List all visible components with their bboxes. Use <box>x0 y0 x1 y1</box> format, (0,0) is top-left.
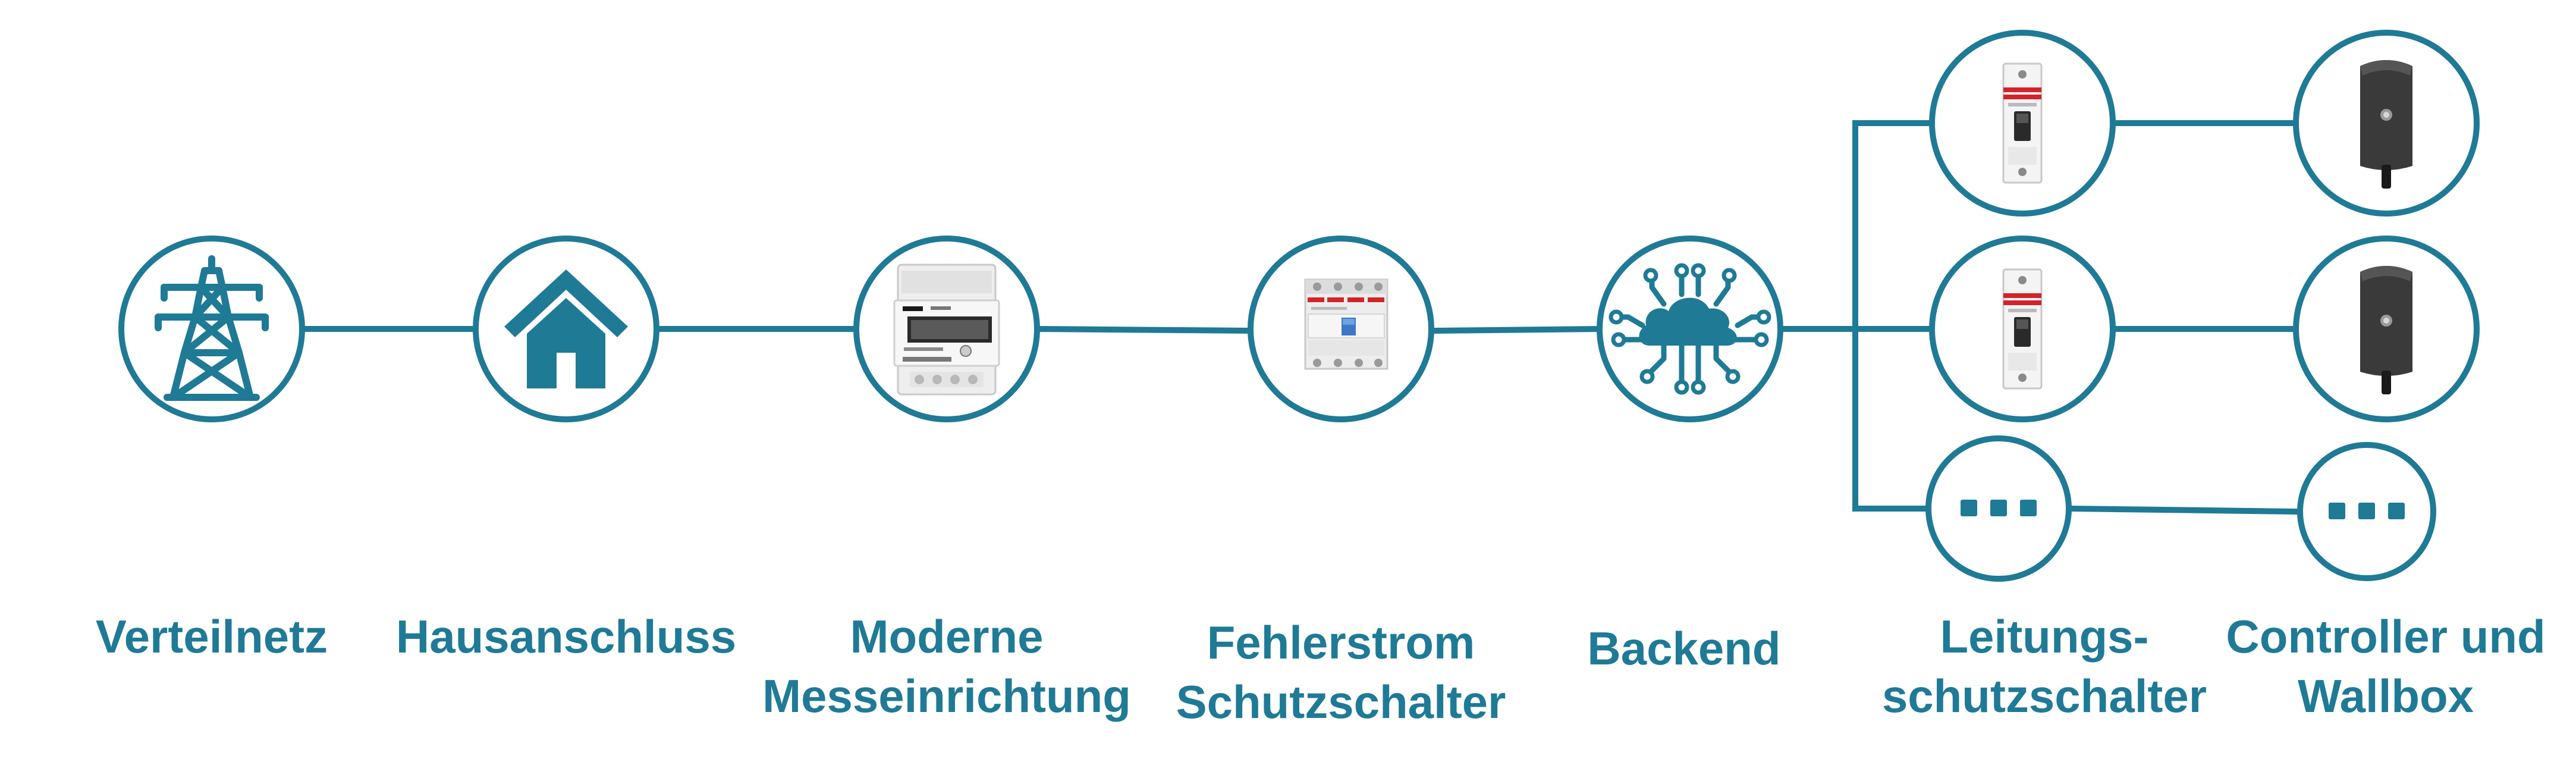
transmission-tower-icon <box>155 255 269 401</box>
cloud-network-icon <box>1609 263 1771 395</box>
line-ellipsis-ellipsis <box>2066 505 2300 515</box>
label-backend: Backend <box>1587 622 1781 675</box>
wallbox-icon <box>2360 266 2412 394</box>
connection-lines <box>299 120 2300 515</box>
ellipsis-icon <box>2329 503 2405 519</box>
label-verteilnetz: Verteilnetz <box>95 610 328 663</box>
label-wallbox: Controller und Wallbox <box>2226 610 2546 722</box>
electricity-meter-icon <box>893 264 1000 396</box>
circuit-breaker-icon <box>2002 62 2043 184</box>
label-messeinrichtung: Moderne Messeinrichtung <box>762 610 1131 722</box>
node-circles <box>118 30 2480 582</box>
circuit-breaker-icon <box>2002 268 2043 390</box>
line-messeinrichtung-fehlerstrom <box>1033 325 1252 334</box>
residual-current-breaker-icon <box>1304 278 1388 370</box>
label-fehlerstrom: Fehlerstrom Schutzschalter <box>1176 616 1506 728</box>
ellipsis-icon <box>1961 500 2037 516</box>
house-icon <box>504 269 628 388</box>
label-hausanschluss: Hausanschluss <box>395 610 737 663</box>
line-fehlerstrom-backend <box>1430 325 1603 334</box>
label-leitungsschutz: Leitungs- schutzschalter <box>1881 610 2207 722</box>
wallbox-icon <box>2360 60 2412 189</box>
